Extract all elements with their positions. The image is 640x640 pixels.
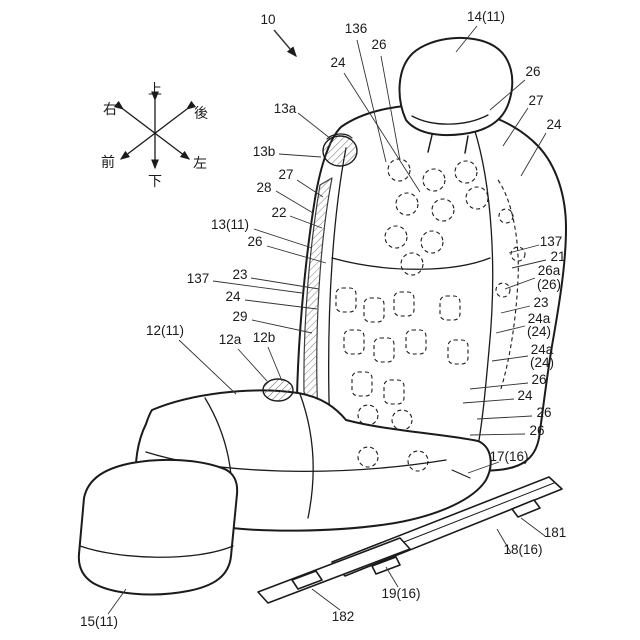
ref-26-headrest: 26: [525, 64, 540, 79]
ref-136: 136: [345, 21, 368, 36]
ref-10: 10: [260, 12, 275, 27]
headrest-posts: [427, 134, 469, 154]
ottoman-edge: [79, 545, 234, 558]
ref-26-low2: 26: [529, 423, 544, 438]
ref-23-right: 23: [533, 295, 548, 310]
ref-137-left: 137: [187, 271, 210, 286]
ref-18-16: 18(16): [503, 542, 542, 557]
reference-labels: 10 136 26 14(11) 24 26 27 13a 24 13b 27 …: [80, 9, 566, 629]
ref-28: 28: [256, 180, 271, 195]
seatback-outline: [296, 103, 567, 473]
ref-27-left: 27: [278, 167, 293, 182]
ref-26-mid: 26: [531, 372, 546, 387]
ref-13b: 13b: [253, 144, 276, 159]
ref-181: 181: [544, 525, 567, 540]
ref-27-right: 27: [528, 93, 543, 108]
ref-26-top: 26: [371, 37, 386, 52]
compass-rear-label: 後: [194, 105, 208, 121]
ref-24a-1-paren: (24): [527, 324, 551, 339]
ref-23-left: 23: [232, 267, 247, 282]
ottoman-outline: [77, 458, 239, 596]
compass-down-label: 下: [148, 173, 162, 189]
ref-19-16: 19(16): [381, 586, 420, 601]
ref-24a-2: 24a: [531, 342, 554, 357]
ref-182: 182: [332, 609, 355, 624]
ref-21: 21: [550, 249, 565, 264]
ref-13a: 13a: [274, 101, 297, 116]
ref-26-low1: 26: [536, 405, 551, 420]
seat-artwork: [77, 36, 567, 604]
ref-13-11: 13(11): [211, 217, 249, 232]
headrest-seam: [411, 114, 489, 125]
ref-24-low: 24: [517, 388, 533, 403]
ref-14-11: 14(11): [467, 9, 505, 24]
ref-22: 22: [271, 205, 286, 220]
ref-12-11: 12(11): [146, 323, 184, 338]
ref-24-top: 24: [330, 55, 346, 70]
cushion-hinge: [262, 378, 294, 402]
ref-26-left: 26: [247, 234, 262, 249]
ref-24a-1: 24a: [528, 311, 551, 326]
side-mount: [322, 135, 358, 167]
leader-lines: [107, 25, 547, 615]
headrest: [398, 36, 514, 137]
ref-17-16: 17(16): [489, 449, 528, 464]
ref-24-right-top: 24: [546, 117, 562, 132]
ref-12a: 12a: [219, 332, 242, 347]
ref-26a-paren: (26): [537, 277, 561, 292]
compass-up-label: 上: [148, 81, 162, 97]
ref-12b: 12b: [253, 330, 276, 345]
ref-15-11: 15(11): [80, 614, 118, 629]
compass-right-label: 右: [103, 101, 117, 117]
ref-137-right: 137: [540, 234, 563, 249]
direction-compass: [113, 91, 197, 170]
seat-rails: [257, 469, 563, 604]
ref-26a: 26a: [538, 263, 561, 278]
ref-24-left: 24: [225, 289, 241, 304]
ref-24a-2-paren: (24): [530, 355, 554, 370]
compass-front-label: 前: [101, 154, 115, 170]
compass-labels: 上 下 右 後 前 左: [101, 81, 208, 189]
ref-29: 29: [232, 309, 247, 324]
compass-left-label: 左: [193, 155, 207, 171]
